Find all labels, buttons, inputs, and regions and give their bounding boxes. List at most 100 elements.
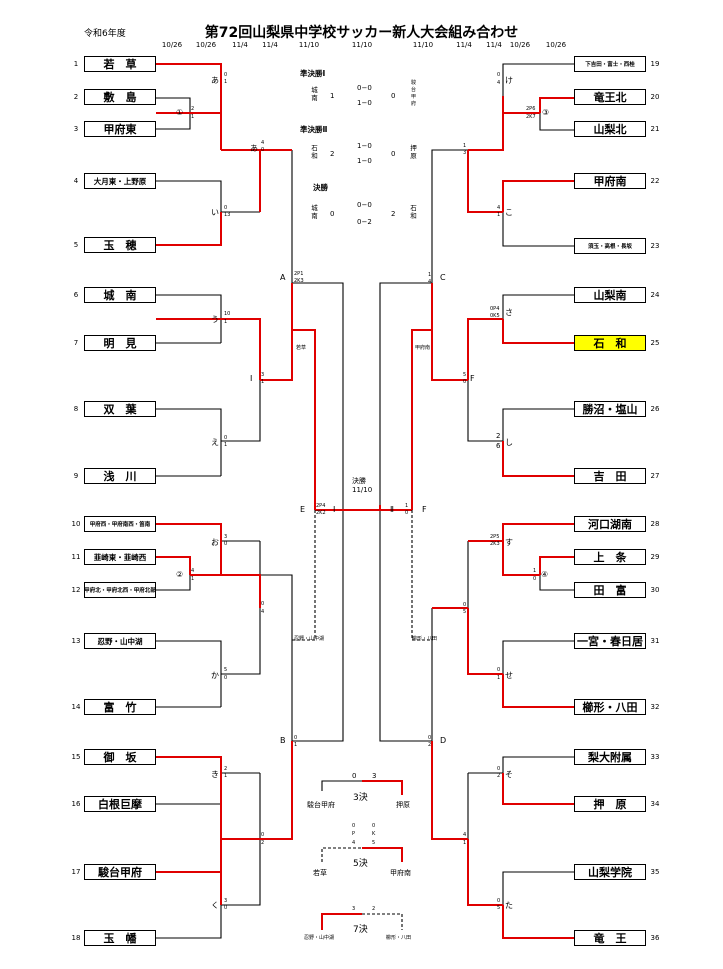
score: 0 (463, 379, 467, 385)
team-box: 田 富 (574, 582, 646, 598)
score: 1 (497, 212, 501, 218)
fin-score2: 2 (391, 210, 396, 218)
score: 2P4 (316, 503, 326, 509)
score: 1 (405, 503, 409, 509)
score: 3 (224, 898, 228, 904)
score: 4 (261, 609, 265, 615)
team-box: 一宮・春日居 (574, 633, 646, 649)
score: 1 (261, 379, 265, 385)
score: 4 (191, 568, 195, 574)
p3-label: 3決 (353, 793, 368, 803)
score: 2 (261, 840, 265, 846)
score: 1 (191, 576, 195, 582)
score: 0 (497, 72, 501, 78)
match-label: そ (505, 770, 513, 779)
team-number: 13 (71, 637, 81, 645)
match-label: こ (505, 208, 513, 217)
p5-score-right: 5 (372, 840, 376, 846)
score: 0P4 (490, 306, 500, 312)
score: 2P1 (294, 271, 304, 277)
match-label: F (422, 505, 427, 514)
sf2-right-team: 押原 (410, 144, 417, 160)
score: 4 (261, 140, 265, 146)
score: 0 (224, 541, 228, 547)
p3-left-team: 駿台甲府 (307, 801, 335, 809)
score: 0 (261, 601, 265, 607)
p3-score-right: 3 (372, 772, 377, 780)
team-number: 23 (650, 242, 660, 250)
team-box: 玉 穂 (84, 237, 156, 253)
team-number: 25 (650, 339, 660, 347)
score: 1 (463, 143, 467, 149)
score: 1 (191, 114, 195, 120)
match-label: い (211, 208, 219, 217)
round-date-r2: 10/26 (509, 41, 531, 49)
match-label: う (211, 315, 219, 324)
score: 6 (496, 442, 501, 450)
score: 0 (533, 576, 537, 582)
team-number: 29 (650, 553, 660, 561)
team-box: 押 原 (574, 796, 646, 812)
score: 1 (224, 773, 228, 779)
round-date-l1: 10/26 (161, 41, 183, 49)
round-date-r4: 11/4 (456, 41, 472, 49)
match-label: さ (505, 308, 513, 317)
team-box: 白根巨摩 (84, 796, 156, 812)
round-date-center: 11/10 (351, 41, 373, 49)
score: 10 (224, 311, 231, 317)
score: 1 (497, 675, 501, 681)
team-box: 甲府北・甲府北西・甲府北部 (84, 582, 156, 598)
team-box: 下吉田・富士・西桂 (574, 56, 646, 72)
winner-label: 甲府南 (415, 345, 431, 351)
score: 0 (497, 766, 501, 772)
team-box: 浅 川 (84, 468, 156, 484)
p5-left-team: 若草 (313, 869, 327, 877)
match-label: お (211, 538, 219, 547)
team-number: 36 (650, 934, 660, 942)
score: 4 (497, 205, 501, 211)
team-box: 櫛形・八田 (574, 699, 646, 715)
p7-label: 7決 (353, 925, 368, 935)
score: 0 (428, 735, 432, 741)
score: 2K2 (316, 510, 326, 516)
score: 0 (224, 675, 228, 681)
team-number: 17 (71, 868, 81, 876)
p5-pk-p: P (352, 831, 356, 837)
team-number: 24 (650, 291, 660, 299)
score: 2 (191, 106, 195, 112)
score: 2P6 (526, 106, 536, 112)
loser-label: 櫛形・八田 (412, 636, 438, 642)
score: 3 (463, 150, 467, 156)
sf1-left-team: 城南 (311, 86, 318, 102)
final-date: 11/10 (352, 486, 373, 494)
sf2-half2: 1−0 (357, 157, 372, 165)
match-label: Ⅰ (333, 505, 336, 514)
match-label: え (211, 438, 219, 447)
score: 0 (294, 735, 298, 741)
team-box: 敷 島 (84, 89, 156, 105)
team-number: 18 (71, 934, 81, 942)
team-number: 21 (650, 125, 660, 133)
team-number: 28 (650, 520, 660, 528)
fin-right-team: 石和 (410, 204, 417, 220)
sf2-label: 準決勝Ⅱ (300, 125, 328, 134)
match-label: D (440, 736, 447, 745)
team-box: 忍野・山中湖 (84, 633, 156, 649)
score: 2K3 (294, 278, 304, 284)
match-label: か (211, 671, 219, 680)
team-box: 梨大附属 (574, 749, 646, 765)
final-label: 決勝 (352, 477, 366, 485)
match-label: F (470, 374, 475, 383)
team-number: 15 (71, 753, 81, 761)
p7-score-right: 2 (372, 906, 376, 912)
match-label: Ⅱ (390, 505, 394, 514)
team-number: 16 (71, 800, 81, 808)
match-label: ④ (541, 570, 549, 579)
sf1-right-team: 駿台甲府 (410, 80, 416, 107)
fin-label: 決勝 (313, 183, 328, 192)
score: 3 (261, 372, 265, 378)
match-label: き (211, 770, 219, 779)
score: 0 (261, 147, 265, 153)
team-box: 河口湖南 (574, 516, 646, 532)
match-label: A (280, 273, 286, 282)
